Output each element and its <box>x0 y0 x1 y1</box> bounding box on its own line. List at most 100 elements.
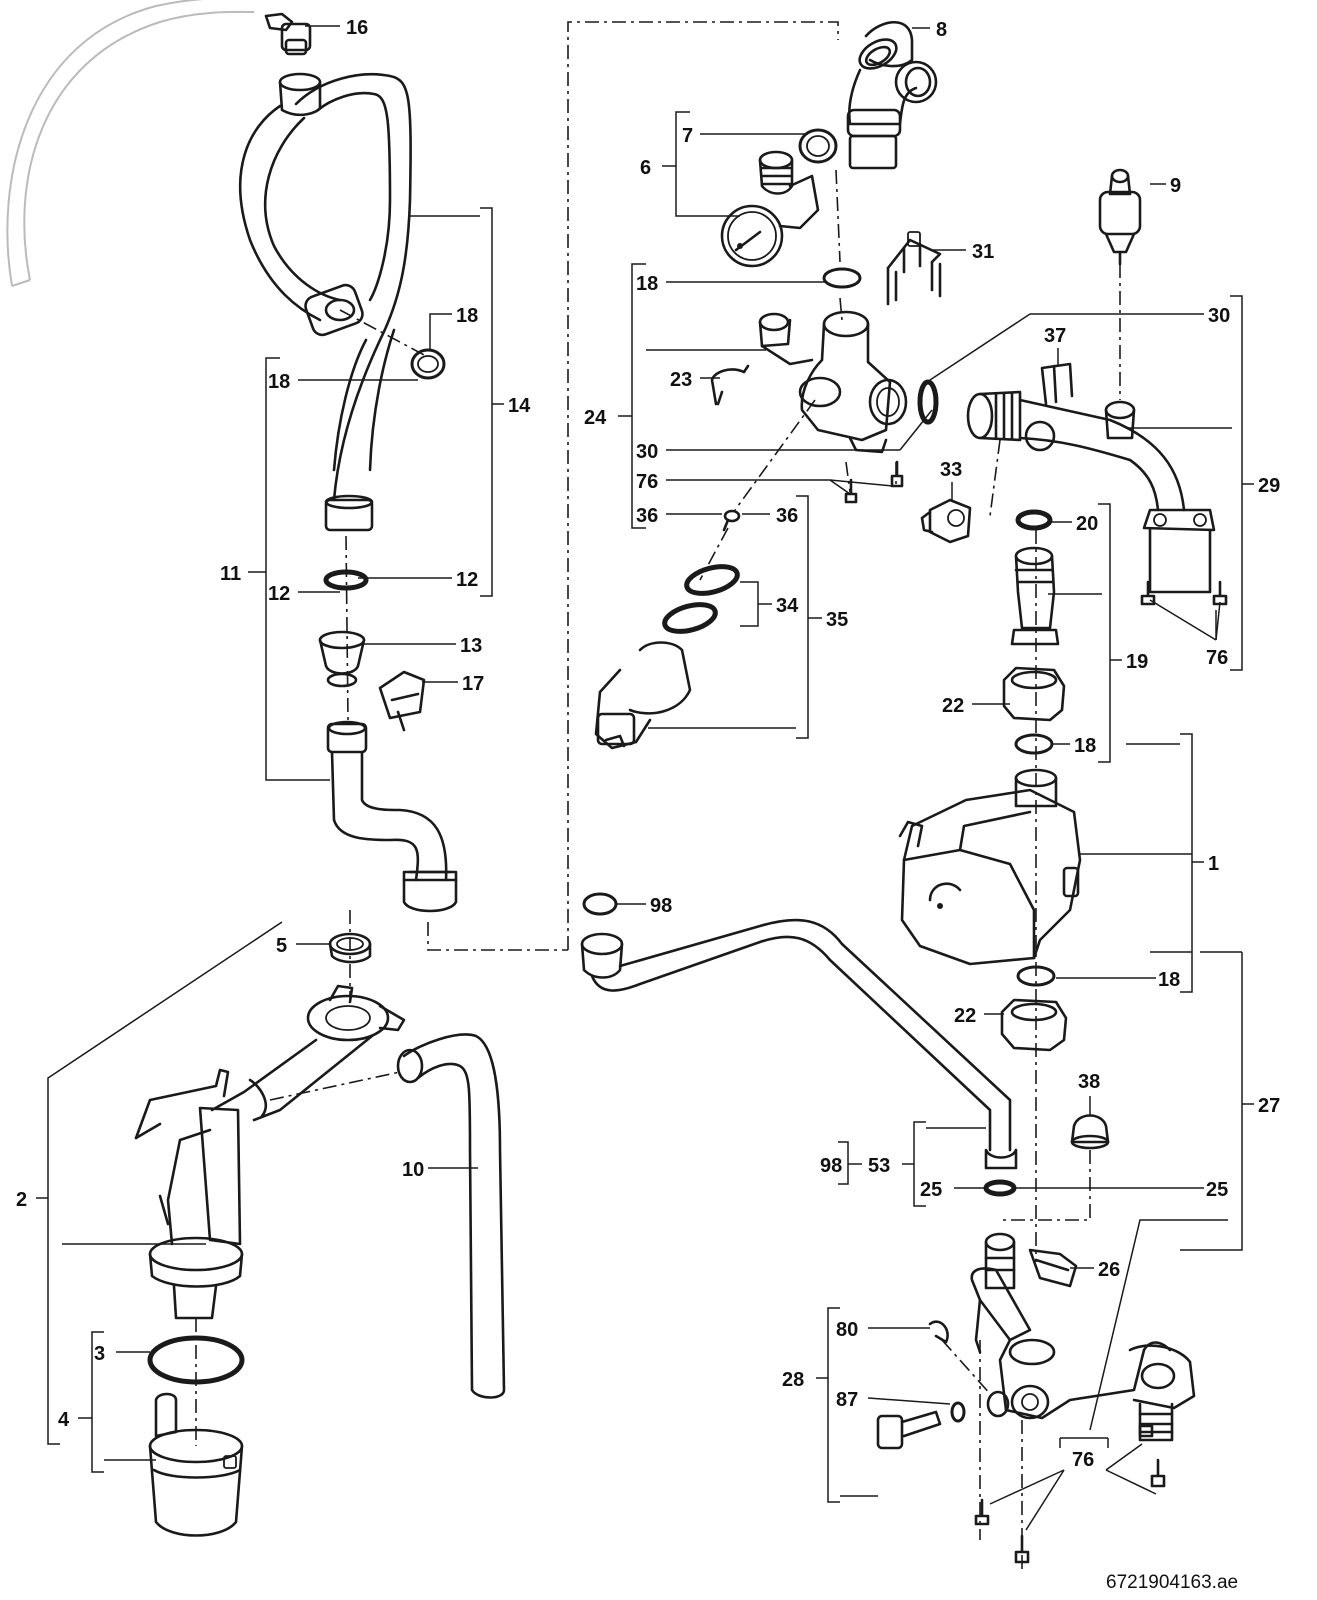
label-14: 14 <box>508 395 531 417</box>
label-9: 9 <box>1170 175 1181 197</box>
part-9-air-vent <box>1098 168 1142 266</box>
part-18-seal-upper-middle <box>822 267 862 289</box>
part-5-seal <box>328 932 372 964</box>
part-3-gasket <box>147 1335 245 1385</box>
part-6-safety-valve-gauge <box>720 150 820 268</box>
part-29-return-pipe <box>966 390 1216 594</box>
part-labels: 16 8 7 6 9 31 18 18 30 37 18 23 14 24 30… <box>16 17 1280 1593</box>
label-38: 38 <box>1078 1071 1100 1093</box>
part-12-clip <box>323 569 369 591</box>
part-38-cap <box>1070 1114 1110 1150</box>
part-7-seal <box>798 128 838 164</box>
label-28: 28 <box>782 1369 804 1391</box>
part-2-siphon-assembly <box>134 984 406 1320</box>
part-31-retaining-clip <box>886 231 942 306</box>
label-27: 27 <box>1258 1095 1280 1117</box>
label-34: 34 <box>776 595 799 617</box>
part-17-retaining-clip <box>378 670 426 732</box>
label-22-lower: 22 <box>954 1005 976 1027</box>
part-87-temperature-sensor <box>876 1401 966 1450</box>
part-25-seal <box>983 1179 1017 1197</box>
label-19: 19 <box>1126 651 1148 673</box>
label-35: 35 <box>826 609 848 631</box>
part-24-hydraulic-block <box>758 310 908 454</box>
label-12-right: 12 <box>456 569 478 591</box>
part-8-elbow <box>846 21 938 170</box>
part-98-seal-top <box>582 892 618 916</box>
label-80: 80 <box>836 1319 858 1341</box>
label-98-top: 98 <box>650 895 672 917</box>
label-18-upper-middle: 18 <box>636 273 658 295</box>
label-22-upper: 22 <box>942 695 964 717</box>
label-12-left: 12 <box>268 583 290 605</box>
label-30-right: 30 <box>1208 305 1230 327</box>
label-31: 31 <box>972 241 994 263</box>
part-76-screws-middle <box>844 460 904 504</box>
label-30-left: 30 <box>636 441 658 463</box>
label-29: 29 <box>1258 475 1280 497</box>
label-33: 33 <box>940 459 962 481</box>
part-18-seal-pump-top <box>1014 733 1054 755</box>
part-22-union-nut-upper <box>1002 666 1066 722</box>
label-5: 5 <box>276 935 287 957</box>
label-8: 8 <box>936 19 947 41</box>
label-36-left: 36 <box>636 505 658 527</box>
label-76-right: 76 <box>1206 647 1228 669</box>
part-18-seal-pump-bottom <box>1016 965 1056 987</box>
part-26-clip <box>1028 1248 1078 1288</box>
label-36-right: 36 <box>776 505 798 527</box>
part-37-clip <box>1040 362 1074 406</box>
label-37: 37 <box>1044 325 1066 347</box>
part-28-return-fitting <box>970 1232 1196 1442</box>
label-6: 6 <box>640 157 651 179</box>
label-10: 10 <box>402 1159 424 1181</box>
part-35-valve-cartridge <box>594 641 692 750</box>
label-53: 53 <box>868 1155 890 1177</box>
part-4-siphon-cup <box>148 1392 244 1537</box>
part-76-screws-bottom <box>974 1424 1166 1564</box>
part-10-drain-hose <box>396 1033 506 1399</box>
label-26: 26 <box>1098 1259 1120 1281</box>
part-33-sensor <box>920 498 972 544</box>
label-20: 20 <box>1076 513 1098 535</box>
part-76-screws-right <box>1140 580 1228 606</box>
part-22-union-nut-lower <box>1000 998 1068 1052</box>
part-53-connecting-pipe <box>580 918 1018 1170</box>
part-23-clip <box>710 364 750 406</box>
part-30-o-ring <box>917 379 939 425</box>
label-18-left: 18 <box>268 371 290 393</box>
assembly-axes <box>195 21 1121 1570</box>
label-18-upper-right: 18 <box>456 305 478 327</box>
label-2: 2 <box>16 1189 27 1211</box>
part-18-seal-upper-left <box>410 348 446 380</box>
part-20-o-ring <box>1015 509 1053 531</box>
label-87: 87 <box>836 1389 858 1411</box>
part-13-adapter <box>318 630 366 688</box>
label-24: 24 <box>584 407 607 429</box>
label-1: 1 <box>1208 853 1219 875</box>
label-16: 16 <box>346 17 368 39</box>
label-18-pump-top: 18 <box>1074 735 1096 757</box>
leader-lines <box>36 25 1254 1531</box>
part-11-return-pipe <box>326 720 458 913</box>
part-1-pump <box>898 768 1082 966</box>
label-17: 17 <box>462 673 484 695</box>
label-76-bottom: 76 <box>1072 1449 1094 1471</box>
label-4: 4 <box>58 1409 70 1431</box>
part-19-connecting-pipe <box>1010 546 1060 646</box>
label-11: 11 <box>220 563 241 585</box>
label-3: 3 <box>94 1343 105 1365</box>
label-13: 13 <box>460 635 482 657</box>
label-25-right: 25 <box>1206 1179 1228 1201</box>
label-23: 23 <box>670 369 692 391</box>
label-25-left: 25 <box>920 1179 942 1201</box>
label-7: 7 <box>682 125 693 147</box>
label-98-lower: 98 <box>820 1155 842 1177</box>
part-80-clip <box>928 1320 949 1344</box>
label-76-middle: 76 <box>636 471 658 493</box>
label-18-pump-bottom: 18 <box>1158 969 1180 991</box>
drawing-reference-number: 6721904163.ae <box>1106 1572 1238 1593</box>
part-34-o-rings <box>662 564 740 634</box>
part-16-fill-valve <box>264 12 312 56</box>
